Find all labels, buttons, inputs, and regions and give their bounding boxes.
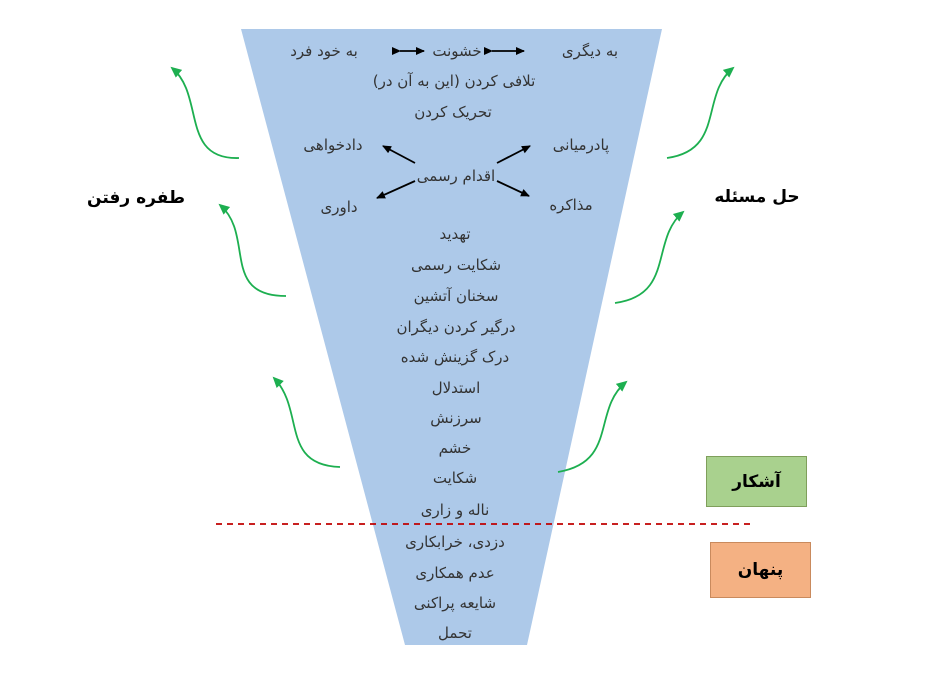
label-avoidance: طفره رفتن [87, 188, 185, 208]
label-negotiation: مذاکره [549, 196, 593, 214]
hidden-box-label: پنهان [737, 560, 784, 580]
funnel-shape [241, 29, 662, 645]
label-problem-solving: حل مسئله [714, 187, 800, 207]
label-formal-action: اقدام رسمی [416, 167, 496, 185]
green-curve-arrow-left-2 [218, 203, 287, 297]
list-item: درک گزینش شده [400, 348, 510, 366]
list-item: دزدی، خرابکاری [405, 533, 505, 551]
label-arbitration: داوری [320, 198, 358, 216]
hidden-box: پنهان [710, 542, 811, 598]
green-curve-arrow-right-1 [666, 66, 735, 159]
arrow-to-negotiation [496, 180, 530, 197]
green-curve-arrow-left-1 [170, 66, 240, 159]
label-provocation: تحریک کردن [414, 103, 492, 121]
list-item: ناله و زاری [420, 501, 490, 519]
green-curve-arrow-right-2 [614, 210, 685, 304]
list-item: شایعه پراکنی [413, 594, 497, 612]
green-curve-arrow-right-3 [557, 380, 628, 473]
label-mediation: پادرمیانی [552, 136, 610, 154]
green-curve-arrow-left-3 [272, 376, 341, 468]
list-item: تهدید [439, 225, 471, 243]
visible-box: آشکار [706, 456, 807, 507]
list-item: شکایت [432, 469, 478, 487]
arrow-to-mediation [496, 145, 531, 164]
list-item: سرزنش [430, 409, 482, 427]
list-item: شکایت رسمی [410, 256, 502, 274]
list-item: تحمل [438, 624, 472, 642]
label-violence: خشونت [432, 42, 482, 60]
label-retaliation: تلافی کردن (این به آن در) [372, 72, 536, 90]
list-item: درگیر کردن دیگران [396, 318, 516, 336]
arrow-to-arbitration [376, 180, 416, 199]
list-item: استدلال [431, 379, 481, 397]
visible-box-label: آشکار [732, 471, 781, 492]
label-to-others: به دیگری [561, 42, 619, 60]
list-item: سخنان آتشین [413, 287, 499, 305]
arrow-to-litigation [382, 145, 416, 164]
label-litigation: دادخواهی [303, 136, 363, 154]
list-item: خشم [438, 439, 472, 457]
label-to-self: به خود فرد [290, 42, 358, 60]
list-item: عدم همکاری [415, 564, 495, 582]
